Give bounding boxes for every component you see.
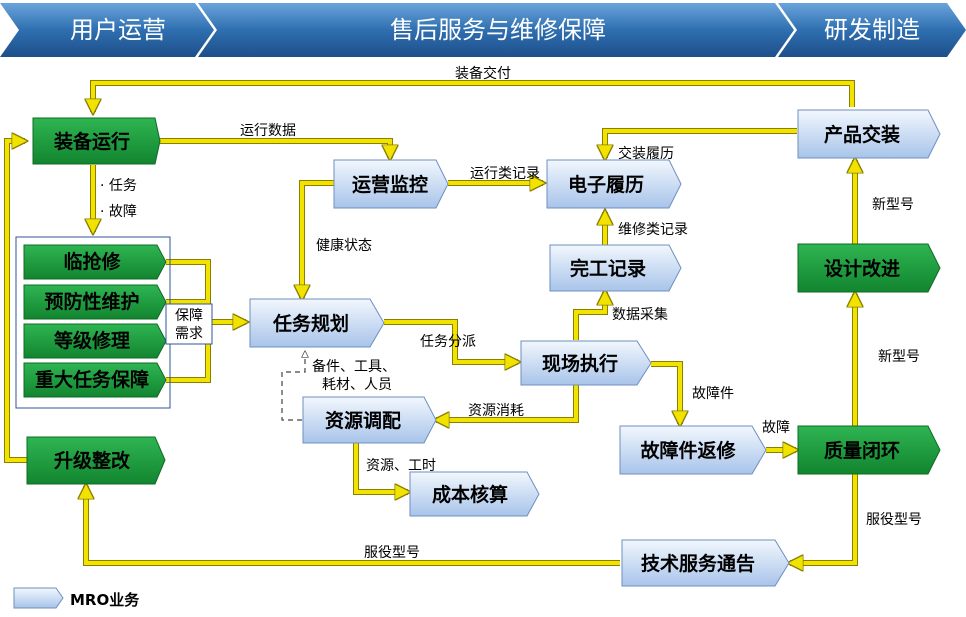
label-spares-1: 备件、工具、 [312,358,396,375]
support-need-label-2: 需求 [175,326,203,342]
node-completion-record[interactable]: 完工记录 [549,244,682,292]
node-label: 等级修理 [53,329,130,352]
label-resource-time: 资源、工时 [366,458,436,474]
node-grade-repair[interactable]: 等级修理 [23,323,167,359]
flow-outline [160,138,393,158]
flow-run-data [160,139,390,158]
node-preventive-maintenance[interactable]: 预防性维护 [23,284,167,320]
node-major-task-support[interactable]: 重大任务保障 [23,362,167,398]
flow-task-dispatch [384,320,518,362]
node-fault-part-repair[interactable]: 故障件返修 [619,425,767,475]
support-need-label-1: 保障 [175,308,203,324]
node-label: 故障件返修 [640,439,736,462]
label-service-model-bottom: 服役型号 [364,545,420,561]
label-run-record: 运行类记录 [470,166,540,182]
flow-spares-dashed [281,352,305,421]
legend: MRO业务 [13,587,140,609]
node-label: 重大任务保障 [35,368,149,391]
node-label: 临抢修 [63,250,121,273]
flow-outline [573,292,608,340]
node-label: 技术服务通告 [641,552,755,575]
label-fault: 故障 [762,420,790,436]
stage-label: 售后服务与维修保障 [390,16,606,44]
node-task-plan[interactable]: 任务规划 [249,298,385,348]
label-new-model-top: 新型号 [872,197,914,213]
node-design-improve[interactable]: 设计改进 [797,243,941,293]
flow-fault-part [651,362,680,424]
node-product-delivery[interactable]: 产品交装 [797,109,941,159]
label-task-dispatch: 任务分派 [420,334,476,350]
node-label: 现场执行 [542,352,618,375]
header-stage-user-ops: 用户运营 [0,3,214,57]
label-run-data: 运行数据 [240,123,296,139]
label-equip-delivery: 装备交付 [455,65,511,82]
legend-mro-label: MRO业务 [70,591,140,609]
label-delivery-history: 交装履历 [618,145,674,162]
node-e-record[interactable]: 电子履历 [546,159,682,209]
node-label: 预防性维护 [44,290,139,313]
node-label: 资源调配 [325,409,401,432]
node-label: 升级整改 [54,449,131,472]
node-label: 任务规划 [272,312,349,335]
header-stage-rnd: 研发制造 [778,3,966,57]
flow-service-model-bottom [86,486,620,565]
node-label: 装备运行 [53,130,130,153]
flow-service-model-right [790,474,857,563]
flow-upgrade-to-run [5,141,27,462]
label-task: · 任务 [100,178,137,194]
label-resource-consume: 资源消耗 [468,403,524,419]
label-spares-2: 耗材、人员 [322,377,392,393]
flow-resource-time [354,440,408,492]
node-label: 设计改进 [824,257,900,280]
support-need-box [165,303,213,345]
label-fault-part: 故障件 [692,386,734,402]
node-equip-run[interactable]: 装备运行 [32,117,161,165]
header-stage-after-sales: 售后服务与维修保障 [198,3,794,57]
flow-outline [90,80,855,112]
label-health: 健康状态 [316,237,372,254]
label-fault: · 故障 [100,204,137,220]
flow-health [302,181,334,298]
node-upgrade-rectify[interactable]: 升级整改 [26,436,166,485]
flow-resource-consume [436,383,578,420]
node-label: 成本核算 [432,483,508,506]
flow-outline [790,474,858,566]
label-data-collect: 数据采集 [612,306,668,323]
node-label: 电子履历 [568,173,644,196]
node-quality-loop[interactable]: 质量闭环 [797,425,941,475]
node-label: 运营监控 [352,173,428,196]
node-onsite-execution[interactable]: 现场执行 [520,340,652,386]
flow-outline [651,361,683,424]
node-label: 完工记录 [570,257,646,280]
flow-lines [5,81,857,565]
flow-data-collect [574,292,605,340]
label-repair-record: 维修类记录 [618,222,688,238]
label-service-model-right: 服役型号 [866,512,922,528]
node-label: 产品交装 [824,123,900,146]
flow-equip-delivery [93,81,854,112]
stage-label: 用户运营 [70,16,166,44]
label-new-model-mid: 新型号 [878,349,920,365]
legend-mro-swatch [13,587,64,609]
node-emergency-repair[interactable]: 临抢修 [23,244,167,280]
flow-delivery-history [605,129,797,158]
flow-outline [83,486,620,566]
node-resource-allocation[interactable]: 资源调配 [302,396,437,444]
node-tech-service-notice[interactable]: 技术服务通告 [621,539,790,587]
stage-label: 研发制造 [824,16,920,44]
node-ops-monitor[interactable]: 运营监控 [333,159,449,209]
node-cost-accounting[interactable]: 成本核算 [409,471,540,517]
node-label: 质量闭环 [824,440,900,462]
